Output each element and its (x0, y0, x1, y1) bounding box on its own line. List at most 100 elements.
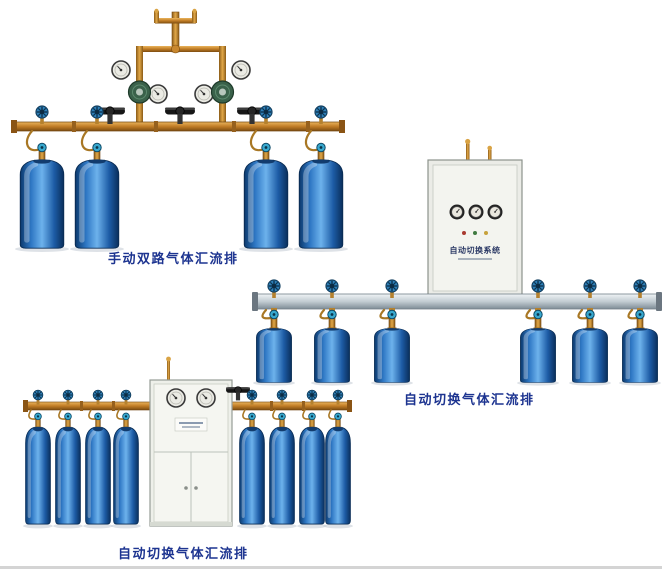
pigtail-hose (261, 308, 273, 320)
cylinder-shadow (323, 523, 353, 529)
pigtail-hose (249, 129, 266, 152)
cylinder-station (237, 389, 267, 529)
gas-cylinder (623, 328, 658, 382)
manifold-inlet-piping (136, 8, 226, 122)
cylinder-station (239, 105, 293, 252)
cylinder-station (371, 279, 413, 386)
cylinder-valve (533, 309, 543, 331)
gas-cylinder (26, 427, 51, 524)
gas-cylinder (240, 427, 265, 524)
manual-dual-manifold-figure (11, 8, 348, 252)
gas-cylinder (299, 159, 342, 248)
cylinder-station (297, 389, 327, 529)
gas-cylinder (326, 427, 351, 524)
station-handwheel (259, 105, 273, 125)
cabinet-vent-pipe (167, 360, 170, 382)
pigtail-hose (304, 129, 321, 152)
cylinder-station (323, 389, 353, 529)
kick-plate (150, 522, 232, 526)
control-cabinet: 自动切换系统 (427, 159, 523, 297)
cylinder-shadow (237, 523, 267, 529)
cabinet-label: 自动切换系统 (450, 245, 501, 255)
pigtail-hose (379, 308, 391, 320)
cylinder-shadow (83, 523, 113, 529)
cylinder-shadow (53, 523, 83, 529)
pigtail-hose (58, 409, 67, 420)
manifold-rail (252, 292, 662, 311)
regulator (127, 80, 152, 104)
pigtail-hose (25, 129, 42, 152)
indicator-light (462, 231, 466, 235)
gas-cylinder (75, 159, 118, 248)
pigtail-hose (80, 129, 97, 152)
station-handwheel (314, 105, 328, 125)
pigtail-hose (28, 409, 37, 420)
pigtail-hose (302, 409, 311, 420)
pressure-gauge (148, 84, 168, 104)
gas-cylinder (86, 427, 111, 524)
cylinder-shadow (111, 523, 141, 529)
cabinet-nameplate (174, 417, 208, 432)
cylinder-station (15, 105, 69, 252)
cylinder-valve (585, 309, 595, 331)
caption-auto-switch-wall-manifold: 自动切换气体汇流排 (404, 392, 535, 407)
pressure-gauge (449, 204, 465, 220)
pressure-gauge (196, 388, 216, 408)
gas-cylinder (315, 328, 350, 382)
gas-cylinder (300, 427, 325, 524)
gas-cylinder (244, 159, 287, 248)
cylinder-valve (327, 309, 337, 331)
cylinder-station (253, 279, 295, 386)
cylinder-station (111, 389, 141, 529)
pressure-gauge (166, 388, 186, 408)
cylinder-station (267, 389, 297, 529)
gas-cylinder (114, 427, 139, 524)
cabinet-label-subline (458, 258, 492, 260)
gas-cylinder (257, 328, 292, 382)
cylinder-station (619, 279, 661, 386)
pressure-gauge (111, 60, 131, 80)
shutoff-handwheel (164, 106, 196, 125)
cylinder-shadow (297, 523, 327, 529)
pigtail-hose (116, 409, 125, 420)
cylinder-station (70, 105, 124, 252)
gas-cylinder (270, 427, 295, 524)
gas-cylinder (521, 328, 556, 382)
regulator (210, 80, 235, 104)
gas-cylinder (573, 328, 608, 382)
control-cabinet (149, 356, 233, 527)
indicator-light (473, 231, 477, 235)
pigtail-hose (525, 308, 537, 320)
gas-cylinder (20, 159, 63, 248)
cylinder-station (569, 279, 611, 386)
auto-switch-floor-figure (23, 356, 353, 529)
gas-cylinder (375, 328, 410, 382)
pigtail-hose (627, 308, 639, 320)
pigtail-hose (272, 409, 281, 420)
indicator-light (484, 231, 488, 235)
caption-auto-switch-floor-manifold: 自动切换气体汇流排 (118, 546, 249, 561)
pressure-gauge (231, 60, 251, 80)
cylinder-valve (387, 309, 397, 331)
cylinder-station (83, 389, 113, 529)
pressure-gauge (468, 204, 484, 220)
nameplate-line (179, 422, 203, 424)
cylinder-station (517, 279, 559, 386)
station-handwheel (90, 105, 104, 125)
pigtail-hose (242, 409, 251, 420)
manifold-pipe (23, 400, 352, 412)
pigtail-hose (328, 409, 337, 420)
caption-manual-dual-manifold: 手动双路气体汇流排 (108, 251, 239, 266)
cylinder-station (294, 105, 348, 252)
cylinder-shadow (267, 523, 297, 529)
gas-cylinder (56, 427, 81, 524)
door-handle (194, 486, 198, 490)
pressure-gauge (487, 204, 503, 220)
cylinder-valve (269, 309, 279, 331)
pigtail-hose (88, 409, 97, 420)
vent-cap (166, 356, 171, 362)
cylinder-station (53, 389, 83, 529)
cylinder-station (311, 279, 353, 386)
